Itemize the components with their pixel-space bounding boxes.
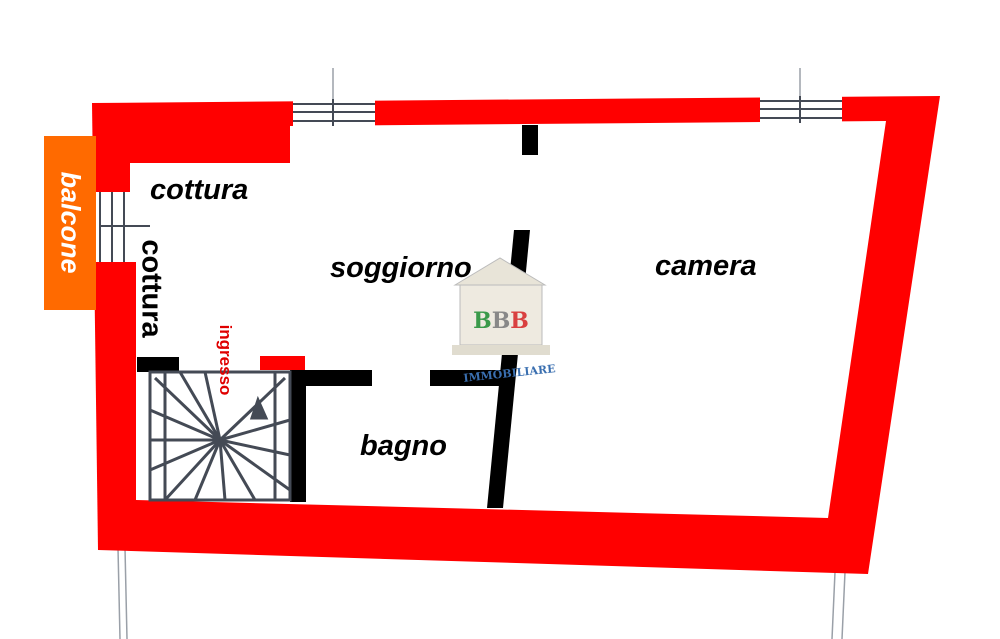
room-label-bagno: bagno xyxy=(360,430,447,462)
logo-letters: BBB xyxy=(473,308,529,334)
room-label-balcone: balcone xyxy=(55,171,86,274)
entrance-door xyxy=(260,356,305,370)
room-label-soggiorno: soggiorno xyxy=(330,252,472,284)
window-top-left xyxy=(293,99,375,126)
room-label-cottura: cottura xyxy=(150,174,249,206)
room-label-camera: camera xyxy=(655,250,757,282)
window-left xyxy=(96,192,150,262)
window-top-right xyxy=(760,96,842,123)
room-label-cottura-vertical: cottura xyxy=(135,239,168,338)
balcony xyxy=(44,136,96,310)
room-label-ingresso: ingresso xyxy=(216,324,235,396)
staircase xyxy=(148,370,292,502)
